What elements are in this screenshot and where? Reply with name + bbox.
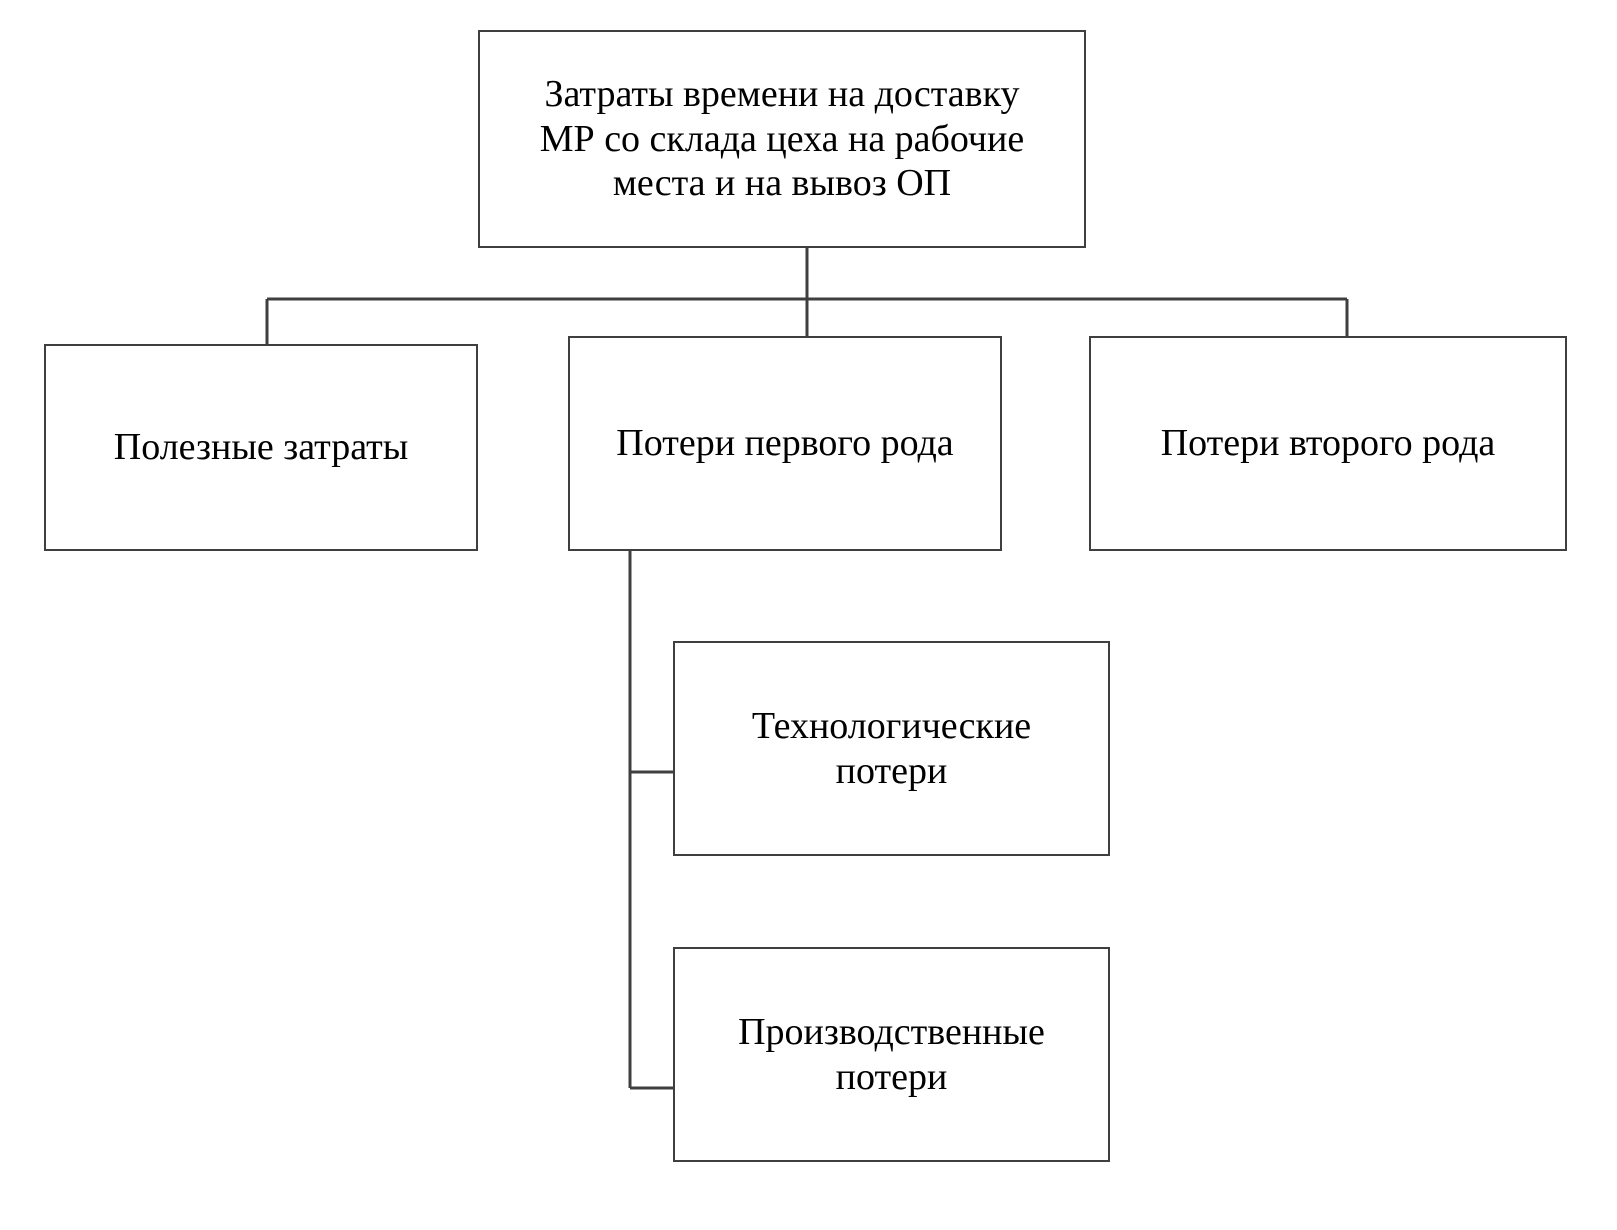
node-useful-costs-label: Полезные затраты: [113, 426, 409, 469]
node-useful-costs[interactable]: Полезные затраты: [44, 344, 478, 551]
node-losses-first-kind[interactable]: Потери первого рода: [568, 336, 1002, 551]
node-losses-second-kind[interactable]: Потери второго рода: [1089, 336, 1567, 551]
node-production-losses[interactable]: Производственные потери: [673, 947, 1110, 1162]
node-losses-first-kind-label: Потери первого рода: [616, 422, 954, 465]
node-losses-second-kind-label: Потери второго рода: [1160, 422, 1496, 465]
node-root[interactable]: Затраты времени на доставку МР со склада…: [478, 30, 1086, 248]
node-technological-losses-label: Технологические потери: [751, 704, 1032, 792]
node-production-losses-label: Производственные потери: [738, 1010, 1045, 1098]
node-root-label: Затраты времени на доставку МР со склада…: [539, 72, 1025, 205]
node-technological-losses[interactable]: Технологические потери: [673, 641, 1110, 856]
